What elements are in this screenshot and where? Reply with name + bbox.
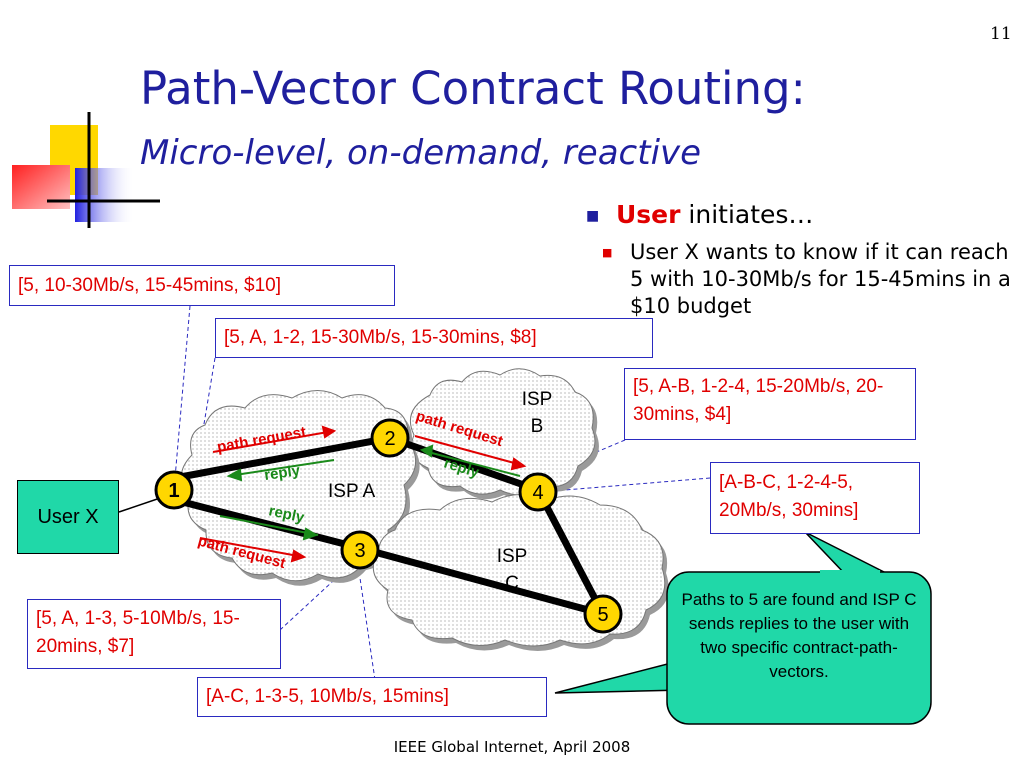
square-bullet-icon: ■ — [602, 246, 613, 259]
arrowhead-icon — [419, 444, 434, 458]
box-reply-a-b-c: [A-B-C, 1-2-4-5, 20Mb/s, 30mins] — [710, 462, 920, 534]
bullet-user-initiates: ■ User initiates… — [586, 200, 1018, 231]
node-1: 1 — [154, 470, 194, 510]
slide-logo-graphic — [12, 112, 160, 228]
square-bullet-icon: ■ — [586, 208, 600, 224]
box-reply-a-c: [A-C, 1-3-5, 10Mb/s, 15mins] — [197, 677, 547, 717]
link-2-4 — [386, 434, 542, 494]
arrowhead-icon — [321, 425, 337, 439]
box-request-user: [5, 10-30Mb/s, 15-45mins, $10] — [9, 265, 395, 306]
node-3-label: 3 — [354, 540, 365, 562]
reply-arrow-2-4 — [427, 451, 521, 477]
arrowhead-icon — [226, 468, 243, 482]
arrowhead-icon — [290, 549, 307, 563]
request-arrow-2-4 — [414, 435, 519, 465]
label-reply-1-2: reply — [263, 462, 302, 484]
label-isp-a: ISP A — [328, 481, 376, 502]
bullet-emphasis: User — [616, 200, 681, 229]
link-1-3 — [171, 496, 364, 552]
sub-bullet: ■ User X wants to know if it can reach 5 … — [602, 239, 1018, 320]
node-4-label: 4 — [532, 482, 543, 504]
box-request-isp-a-path-3: [5, A, 1-3, 5-10Mb/s, 15-20mins, $7] — [27, 599, 281, 669]
link-4-5 — [534, 486, 607, 618]
label-isp-c-line2: C — [505, 573, 519, 594]
page-number: 11 — [990, 24, 1012, 44]
label-isp-b-line1: ISP — [522, 389, 553, 410]
user-x-box: User X — [17, 480, 119, 554]
node-1-label: 1 — [168, 480, 179, 502]
sub-bullet-text: User X wants to know if it can reach 5 w… — [630, 240, 1011, 318]
link-1-2 — [171, 434, 394, 482]
slide-footer: IEEE Global Internet, April 2008 — [393, 738, 631, 756]
node-2-label: 2 — [384, 428, 395, 450]
label-isp-c-line1: ISP — [497, 546, 528, 567]
bullet-text: initiates… — [680, 200, 814, 229]
node-3: 3 — [340, 530, 380, 570]
cloud-isp-c — [372, 494, 669, 651]
request-arrow-1-2 — [212, 431, 329, 453]
box-request-isp-a-path-2: [5, A, 1-2, 15-30Mb/s, 15-30mins, $8] — [215, 318, 653, 358]
arrowhead-icon — [302, 527, 319, 541]
node-5: 5 — [583, 594, 623, 634]
node-4: 4 — [518, 472, 558, 512]
slide-subtitle: Micro-level, on-demand, reactive — [140, 133, 702, 173]
reply-arrow-1-2 — [234, 459, 335, 476]
arrowhead-icon — [510, 457, 527, 471]
bullet-list: ■ User initiates… ■ User X wants to know i… — [586, 200, 1018, 320]
callout-text: Paths to 5 are found and ISP C sends rep… — [681, 590, 917, 681]
box-request-isp-b-path-4: [5, A-B, 1-2-4, 15-20Mb/s, 20-30mins, $4… — [624, 368, 916, 440]
user-x-label: User X — [37, 505, 99, 528]
node-5-label: 5 — [597, 604, 608, 626]
slide-title: Path-Vector Contract Routing: — [140, 62, 806, 115]
link-3-5 — [356, 544, 607, 618]
reply-arrow-1-3 — [219, 515, 319, 536]
callout-shape — [554, 531, 932, 725]
node-2: 2 — [370, 418, 410, 458]
label-isp-b-line2: B — [531, 416, 544, 437]
request-arrow-1-3 — [199, 537, 299, 557]
